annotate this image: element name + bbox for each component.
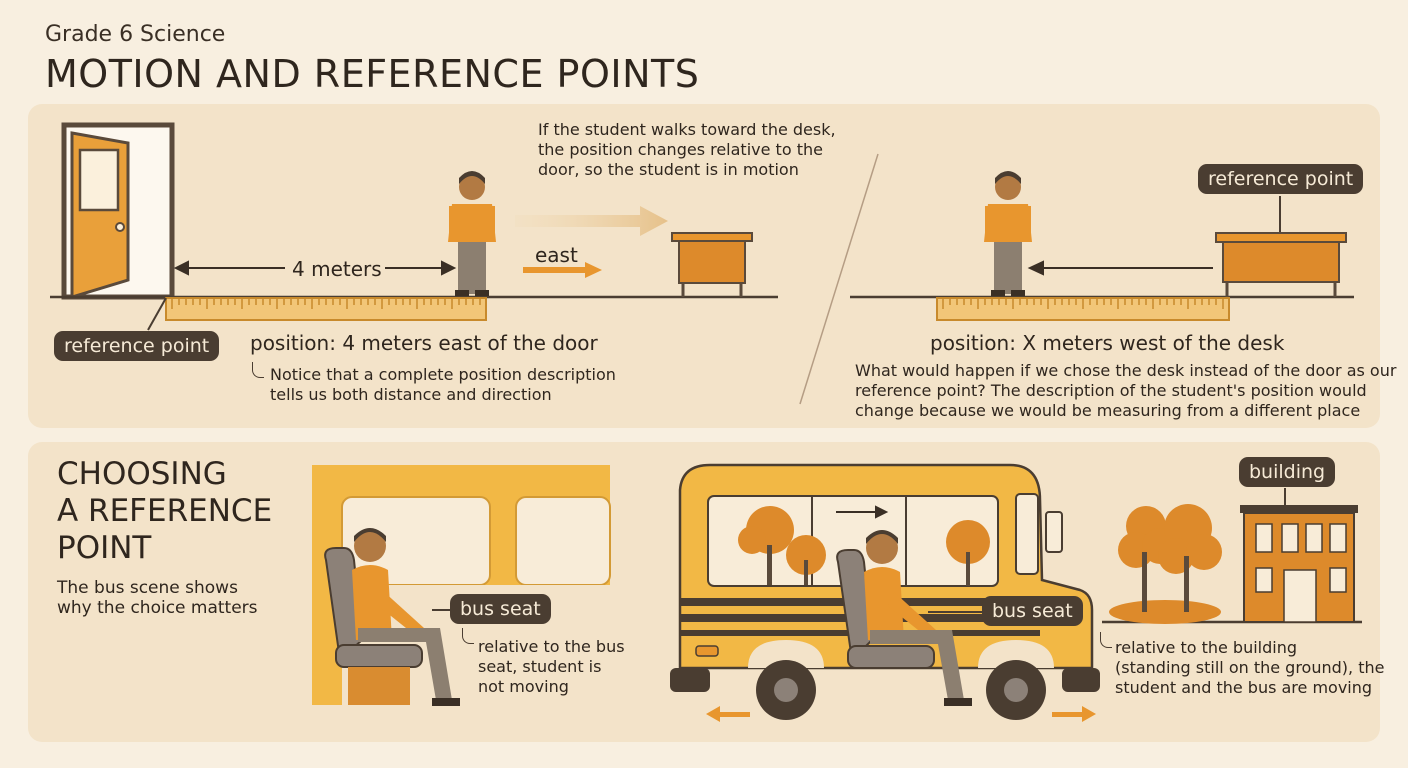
student-icon [448, 171, 496, 296]
building-icon [1240, 505, 1358, 623]
reference-point-tag: reference point [54, 331, 220, 361]
distance-label: 4 meters [292, 257, 382, 281]
motion-note: If the student walks toward the desk, th… [538, 120, 836, 180]
position-text: position: 4 meters east of the door [250, 331, 598, 355]
bus-motion-arrows [706, 706, 1096, 722]
tree-icon [1109, 504, 1222, 624]
bus-window-frame [312, 465, 611, 705]
direction-label: east [535, 243, 578, 267]
intro-line: why the choice matters [57, 598, 258, 618]
seated-student-icon [864, 530, 972, 706]
motion-note-line: door, so the student is in motion [538, 160, 799, 179]
tree-icon [738, 506, 990, 586]
position-text-right: position: X meters west of the desk [930, 331, 1285, 355]
heading-line: CHOOSING [57, 456, 227, 492]
motion-arrow [515, 206, 668, 236]
desk-icon [671, 232, 753, 297]
position-note-line: Notice that a complete position descript… [270, 365, 616, 384]
page-title: MOTION AND REFERENCE POINTS [45, 52, 700, 96]
distance-arrow [173, 260, 457, 276]
intro-line: The bus scene shows [57, 578, 238, 598]
question-text: What would happen if we chose the desk i… [855, 361, 1396, 421]
section-heading: CHOOSING A REFERENCE POINT [57, 456, 272, 567]
divider [799, 153, 879, 405]
east-arrow [523, 262, 602, 278]
section-intro: The bus scene shows why the choice matte… [57, 578, 258, 618]
bus-seat-tag-right: bus seat [982, 596, 1083, 626]
building-note-line: (standing still on the ground), the [1115, 658, 1385, 677]
position-note-line: tells us both distance and direction [270, 385, 552, 404]
bus-seat-tag: bus seat [450, 594, 551, 624]
seated-student-icon [352, 528, 460, 706]
building-note-line: student and the bus are moving [1115, 678, 1373, 697]
question-line: change because we would be measuring fro… [855, 401, 1361, 420]
question-line: What would happen if we chose the desk i… [855, 361, 1397, 380]
desk-icon [1215, 232, 1347, 297]
seat-note-line: seat, student is [478, 657, 602, 676]
seat-note: relative to the bus seat, student is not… [478, 637, 625, 697]
heading-line: A REFERENCE [57, 493, 273, 529]
building-tag: building [1239, 457, 1336, 487]
ruler-icon [936, 297, 1230, 321]
position-note: Notice that a complete position descript… [270, 365, 616, 405]
door-icon [61, 122, 175, 300]
student-icon [984, 171, 1032, 296]
window-arrow [836, 505, 889, 519]
seat-note-line: relative to the bus [478, 637, 625, 656]
question-line: reference point? The description of the … [855, 381, 1367, 400]
reference-point-tag-right: reference point [1198, 164, 1364, 194]
heading-line: POINT [57, 530, 152, 566]
seat-note-line: not moving [478, 677, 569, 696]
west-arrow [1027, 260, 1213, 276]
seat-icon [836, 549, 935, 669]
motion-note-line: If the student walks toward the desk, [538, 120, 836, 139]
ruler-icon [165, 297, 487, 321]
motion-note-line: the position changes relative to the [538, 140, 823, 159]
note-connector [252, 362, 264, 378]
grade-label: Grade 6 Science [45, 22, 226, 47]
note-connector [1100, 632, 1112, 648]
building-note-line: relative to the building [1115, 638, 1298, 657]
building-note: relative to the building (standing still… [1115, 638, 1384, 698]
note-connector [462, 628, 474, 644]
